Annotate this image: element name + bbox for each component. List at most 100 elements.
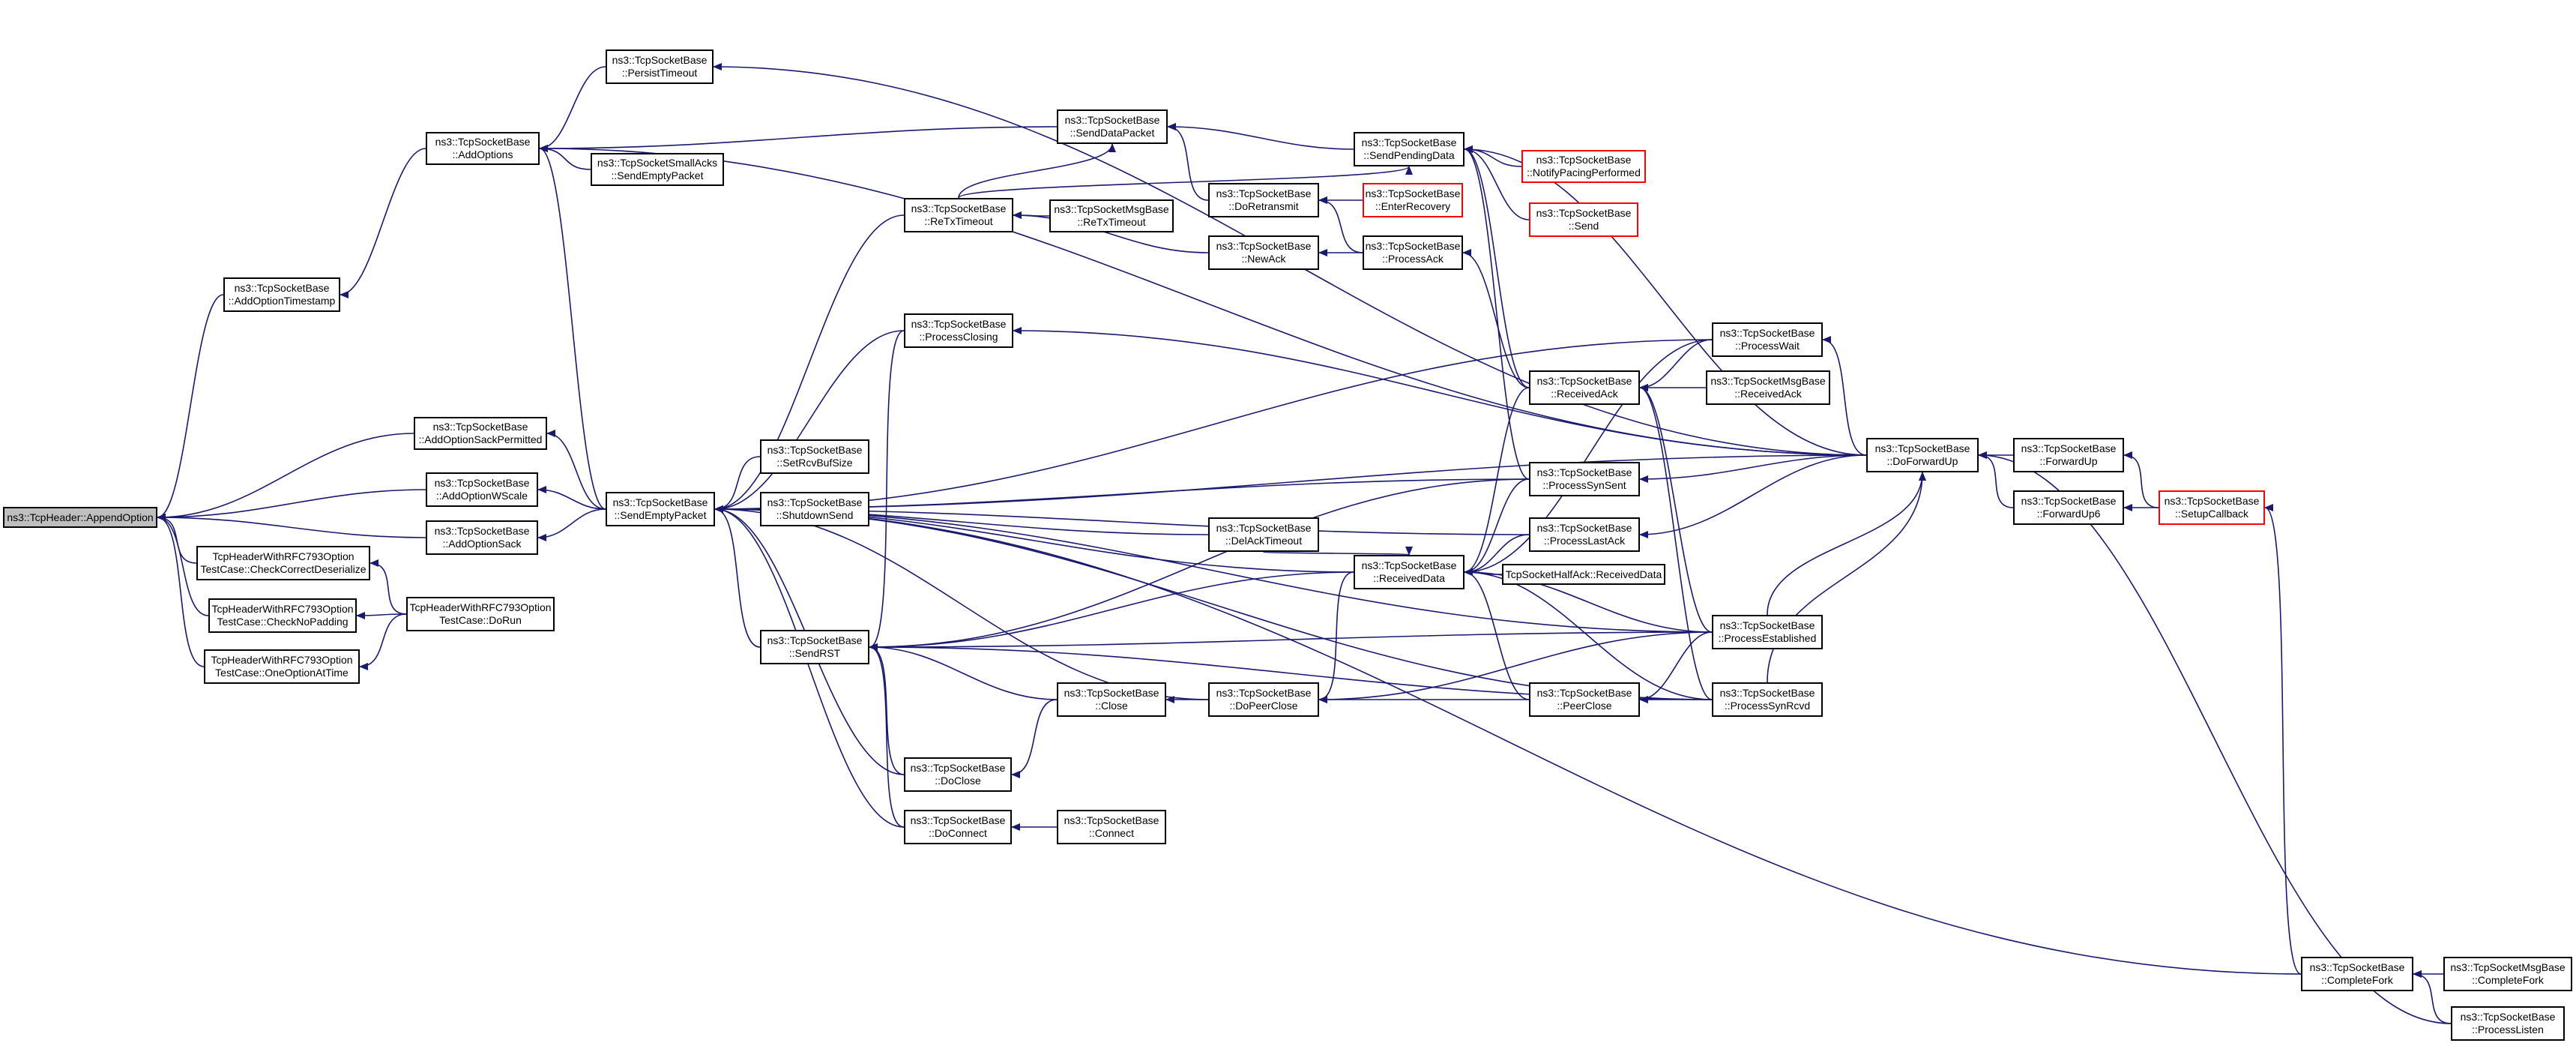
node-label-line: ::SendRST <box>788 647 841 659</box>
node-label-line: ::ReceivedAck <box>1551 388 1618 400</box>
node-label-line: ::CompleteFork <box>2321 974 2393 986</box>
node-label-line: ns3::TcpSocketBase <box>1064 114 1160 126</box>
edge-SendPendingData-to-SendDataPacket <box>1167 123 1354 150</box>
edge-ProcessListen-to-DoForwardUp <box>1978 451 2452 1024</box>
node-del-ack-timeout[interactable]: ns3::TcpSocketBase::DelAckTimeout <box>1208 517 1319 552</box>
node-label-line: ns3::TcpSocketBase <box>767 444 863 456</box>
node-label-line: TestCase::CheckCorrectDeserialize <box>200 563 367 575</box>
node-do-forward-up[interactable]: ns3::TcpSocketBase::DoForwardUp <box>1866 438 1979 472</box>
node-half-ack-received-data[interactable]: TcpSocketHalfAck::ReceivedData <box>1502 564 1665 585</box>
node-send-pending-data[interactable]: ns3::TcpSocketBase::SendPendingData <box>1354 132 1465 166</box>
node-peer-close[interactable]: ns3::TcpSocketBase::PeerClose <box>1529 682 1640 717</box>
node-process-ack[interactable]: ns3::TcpSocketBase::ProcessAck <box>1363 235 1463 270</box>
node-add-option-sack[interactable]: ns3::TcpSocketBase::AddOptionSack <box>426 520 538 555</box>
node-label-line: ::PeerClose <box>1557 700 1612 712</box>
node-set-rcv-buf-size[interactable]: ns3::TcpSocketBase::SetRcvBufSize <box>760 439 869 474</box>
node-process-listen[interactable]: ns3::TcpSocketBase::ProcessListen <box>2451 1006 2565 1041</box>
node-setup-callback[interactable]: ns3::TcpSocketBase::SetupCallback <box>2159 490 2265 525</box>
node-label-line: ::ProcessSynSent <box>1542 479 1626 491</box>
edge-ProcessClosing-to-SendRST <box>869 330 905 651</box>
node-label-line: ns3::TcpSocketBase <box>1216 240 1312 252</box>
node-shutdown-send[interactable]: ns3::TcpSocketBase::ShutdownSend <box>760 492 869 526</box>
node-process-syn-sent[interactable]: ns3::TcpSocketBase::ProcessSynSent <box>1529 462 1640 496</box>
node-label-line: ::ProcessAck <box>1382 253 1444 265</box>
node-add-option-wscale[interactable]: ns3::TcpSocketBase::AddOptionWScale <box>426 472 538 507</box>
node-msg-complete-fork[interactable]: ns3::TcpSocketMsgBase::CompleteFork <box>2443 957 2572 991</box>
node-label-line: ::ProcessListen <box>2472 1024 2544 1036</box>
edge-AddOptionWScale-to-root <box>157 489 426 521</box>
node-label-line: ns3::TcpSocketBase <box>1536 375 1632 387</box>
node-notify-pacing-performed[interactable]: ns3::TcpSocketBase::NotifyPacingPerforme… <box>1521 150 1646 183</box>
node-label-line: ns3::TcpSocketBase <box>1536 154 1632 166</box>
edge-CompleteFork-to-SendEmptyPacket <box>714 505 2302 975</box>
edge-DoRun-to-CheckCorrectDeserialize <box>369 559 407 615</box>
node-do-connect[interactable]: ns3::TcpSocketBase::DoConnect <box>904 810 1012 844</box>
node-add-option-sack-permitted[interactable]: ns3::TcpSocketBase::AddOptionSackPermitt… <box>414 417 547 450</box>
node-process-closing[interactable]: ns3::TcpSocketBase::ProcessClosing <box>904 313 1013 348</box>
edge-SendEmptyPacket-to-AddOptionWScale <box>537 486 606 510</box>
edge-DoConnect-to-SendEmptyPacket <box>714 505 905 828</box>
node-label-line: ns3::TcpSocketBase <box>1064 687 1159 699</box>
node-enter-recovery[interactable]: ns3::TcpSocketBase::EnterRecovery <box>1363 183 1463 217</box>
node-add-option-timestamp[interactable]: ns3::TcpSocketBase::AddOptionTimestamp <box>223 277 340 312</box>
node-complete-fork[interactable]: ns3::TcpSocketBase::CompleteFork <box>2301 957 2413 991</box>
node-send-empty-packet[interactable]: ns3::TcpSocketBase::SendEmptyPacket <box>606 492 715 526</box>
node-label-line: ::NewAck <box>1241 253 1286 265</box>
node-received-ack[interactable]: ns3::TcpSocketBase::ReceivedAck <box>1529 370 1640 405</box>
node-re-tx-timeout[interactable]: ns3::TcpSocketBase::ReTxTimeout <box>904 198 1013 232</box>
node-label-line: ::ProcessWait <box>1735 340 1800 352</box>
edge-SetRcvBufSize-to-SendEmptyPacket <box>714 456 761 513</box>
edge-SendRST-to-SendEmptyPacket <box>714 505 761 648</box>
node-send-data-packet[interactable]: ns3::TcpSocketBase::SendDataPacket <box>1057 109 1168 144</box>
node-msg-received-ack[interactable]: ns3::TcpSocketMsgBase::ReceivedAck <box>1706 370 1830 405</box>
node-new-ack[interactable]: ns3::TcpSocketBase::NewAck <box>1208 235 1319 270</box>
node-label-line: ::DoPeerClose <box>1229 700 1298 712</box>
edge-ReceivedAck-to-SendPendingData <box>1464 145 1530 388</box>
node-process-established[interactable]: ns3::TcpSocketBase::ProcessEstablished <box>1712 615 1823 649</box>
edge-ProcessEstablished-to-DoPeerClose <box>1318 631 1713 703</box>
node-forward-up[interactable]: ns3::TcpSocketBase::ForwardUp <box>2013 438 2124 472</box>
edge-ReTxTimeout-to-SendPendingData <box>958 166 1413 199</box>
node-label-line: ::AddOptions <box>452 148 513 160</box>
node-root[interactable]: ns3::TcpHeader::AppendOption <box>3 507 157 528</box>
node-process-syn-rcvd[interactable]: ns3::TcpSocketBase::ProcessSynRcvd <box>1712 682 1823 717</box>
node-label-line: ns3::TcpSocketBase <box>1064 814 1159 826</box>
node-label-line: ::SetupCallback <box>2174 508 2249 520</box>
edge-ProcessEstablished-to-ReceivedAck <box>1639 384 1713 633</box>
node-connect[interactable]: ns3::TcpSocketBase::Connect <box>1057 810 1166 844</box>
node-do-close[interactable]: ns3::TcpSocketBase::DoClose <box>904 757 1012 792</box>
node-persist-timeout[interactable]: ns3::TcpSocketBase::PersistTimeout <box>606 49 714 84</box>
node-close[interactable]: ns3::TcpSocketBase::Close <box>1057 682 1166 717</box>
edge-Close-to-DoClose <box>1011 699 1058 778</box>
node-label-line: ns3::TcpHeader::AppendOption <box>7 511 154 523</box>
node-add-options[interactable]: ns3::TcpSocketBase::AddOptions <box>426 132 540 165</box>
node-do-peer-close[interactable]: ns3::TcpSocketBase::DoPeerClose <box>1208 682 1319 717</box>
node-process-last-ack[interactable]: ns3::TcpSocketBase::ProcessLastAck <box>1529 517 1640 552</box>
node-do-retransmit[interactable]: ns3::TcpSocketBase::DoRetransmit <box>1208 183 1319 217</box>
node-label-line: ns3::TcpSocketBase <box>434 525 530 537</box>
node-send[interactable]: ns3::TcpSocketBase::Send <box>1529 202 1638 237</box>
node-msg-re-tx-timeout[interactable]: ns3::TcpSocketMsgBase::ReTxTimeout <box>1049 199 1174 232</box>
node-forward-up6[interactable]: ns3::TcpSocketBase::ForwardUp6 <box>2013 490 2124 525</box>
node-process-wait[interactable]: ns3::TcpSocketBase::ProcessWait <box>1712 322 1823 357</box>
edge-DoRun-to-CheckNoPadding <box>356 611 407 619</box>
node-label-line: ns3::TcpSocketSmallAcks <box>597 157 718 169</box>
node-send-rst[interactable]: ns3::TcpSocketBase::SendRST <box>760 630 869 664</box>
node-received-data[interactable]: ns3::TcpSocketBase::ReceivedData <box>1354 555 1465 589</box>
node-label-line: ::ReTxTimeout <box>924 215 993 227</box>
node-label-line: ::ReceivedData <box>1373 572 1445 584</box>
node-label-line: ns3::TcpSocketBase <box>1719 619 1815 631</box>
node-label-line: TcpHeaderWithRFC793Option <box>211 603 354 615</box>
edge-ProcessAck-to-DoRetransmit <box>1318 196 1363 253</box>
edge-ProcessSynSent-to-SendRST <box>869 478 1530 651</box>
node-label-line: ns3::TcpSocketBase <box>2021 442 2117 454</box>
node-label-line: ::PersistTimeout <box>621 67 698 79</box>
node-label-line: ::SendEmptyPacket <box>611 169 704 181</box>
node-small-acks-send-empty[interactable]: ns3::TcpSocketSmallAcks::SendEmptyPacket <box>591 153 724 186</box>
node-label-line: ::AddOptionSackPermitted <box>418 433 543 445</box>
edge-AddOptionTimestamp-to-root <box>157 294 224 521</box>
